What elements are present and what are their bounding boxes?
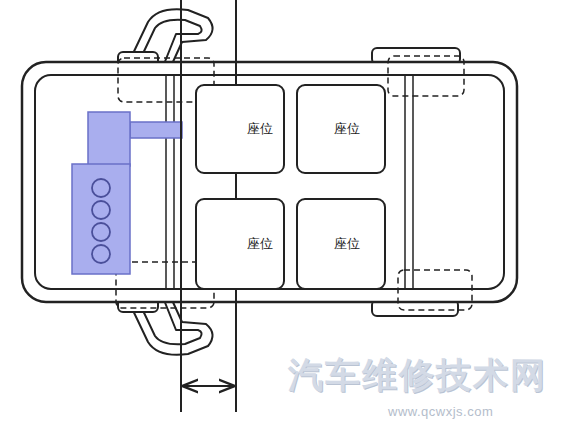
dimension-arrow: [184, 385, 233, 387]
watermark: 汽车维修技术网: [288, 352, 547, 399]
pillar: [165, 75, 167, 289]
seat-box: 座位: [195, 198, 285, 290]
wheel: [388, 56, 464, 96]
seat-label: 座位: [247, 235, 273, 253]
pillar: [173, 75, 175, 289]
engine-shaft: [130, 122, 182, 138]
car-body: [22, 62, 517, 302]
pillar: [404, 75, 406, 289]
wheel: [398, 270, 472, 310]
car-body-inner: [35, 75, 504, 289]
seat-label: 座位: [247, 120, 273, 138]
cylinder: [92, 223, 110, 241]
watermark-url: www.qcwxjs.com: [388, 404, 493, 419]
cylinder: [92, 245, 110, 263]
seat-label: 座位: [334, 235, 360, 253]
engine-head: [88, 112, 130, 166]
seat-box: 座位: [195, 84, 285, 174]
pillar: [412, 75, 414, 289]
cylinder: [92, 179, 110, 197]
seat-label: 座位: [334, 120, 360, 138]
seat-box: 座位: [296, 84, 386, 174]
reference-line: [180, 0, 182, 412]
seat-box: 座位: [296, 198, 386, 290]
engine-block: [72, 164, 130, 274]
cylinder: [92, 201, 110, 219]
